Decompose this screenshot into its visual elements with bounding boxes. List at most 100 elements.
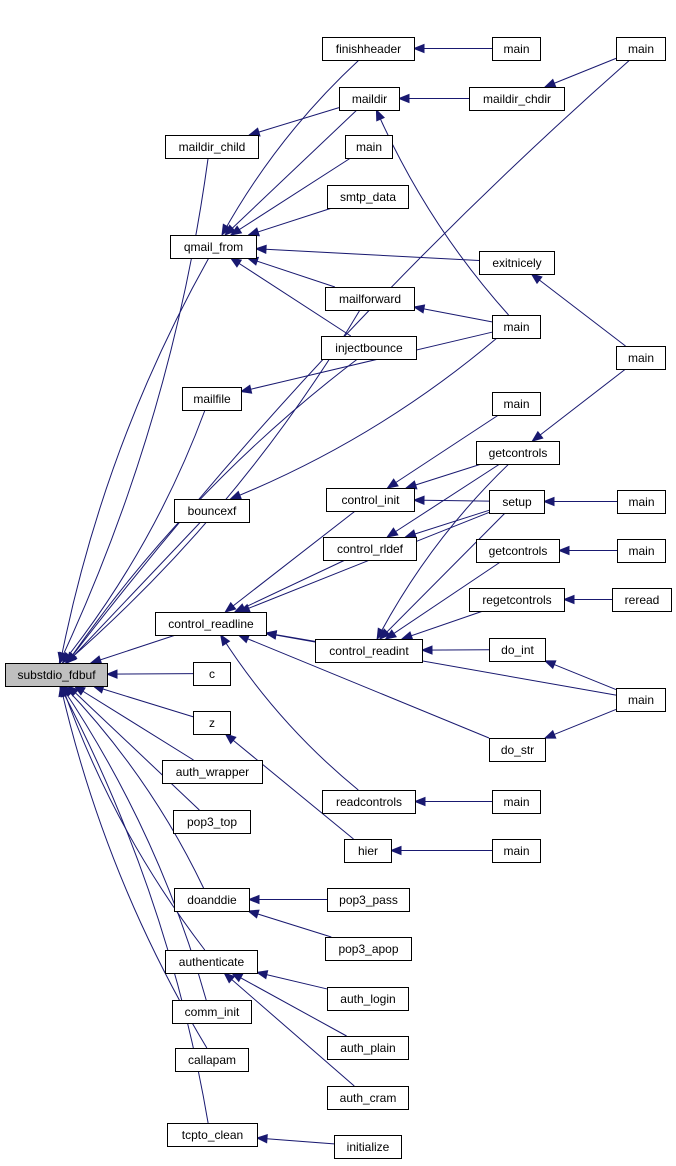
node-control-rldef[interactable]: control_rldef	[323, 537, 417, 561]
node-main-a[interactable]: main	[492, 37, 541, 61]
node-box[interactable]	[193, 662, 231, 686]
node-box[interactable]	[492, 790, 541, 814]
node-injectbounce[interactable]: injectbounce	[321, 336, 417, 360]
node-box[interactable]	[327, 987, 409, 1011]
node-do-str[interactable]: do_str	[489, 738, 546, 762]
node-box[interactable]	[174, 499, 250, 523]
node-getcontrols-a[interactable]: getcontrols	[476, 441, 560, 465]
node-box[interactable]	[5, 663, 108, 687]
node-box[interactable]	[492, 392, 541, 416]
node-comm-init[interactable]: comm_init	[172, 1000, 252, 1024]
node-box[interactable]	[476, 441, 560, 465]
node-control-readline[interactable]: control_readline	[155, 612, 267, 636]
node-control-readint[interactable]: control_readint	[315, 639, 423, 663]
node-pop3-pass[interactable]: pop3_pass	[327, 888, 410, 912]
node-setup[interactable]: setup	[489, 490, 545, 514]
node-box[interactable]	[469, 87, 565, 111]
node-box[interactable]	[489, 638, 546, 662]
node-do-int[interactable]: do_int	[489, 638, 546, 662]
node-box[interactable]	[165, 950, 258, 974]
node-box[interactable]	[327, 185, 409, 209]
node-box[interactable]	[327, 888, 410, 912]
node-box[interactable]	[174, 888, 250, 912]
node-bouncexf[interactable]: bouncexf	[174, 499, 250, 523]
node-doanddie[interactable]: doanddie	[174, 888, 250, 912]
node-box[interactable]	[616, 346, 666, 370]
node-main-f[interactable]: main	[492, 392, 541, 416]
node-qmail-from[interactable]: qmail_from	[170, 235, 257, 259]
node-main-j[interactable]: main	[492, 790, 541, 814]
node-box[interactable]	[170, 235, 257, 259]
node-regetcontrols[interactable]: regetcontrols	[469, 588, 565, 612]
node-initialize[interactable]: initialize	[334, 1135, 402, 1159]
node-box[interactable]	[165, 135, 259, 159]
node-box[interactable]	[612, 588, 672, 612]
node-z[interactable]: z	[193, 711, 231, 735]
node-readcontrols[interactable]: readcontrols	[322, 790, 416, 814]
node-box[interactable]	[476, 539, 560, 563]
node-box[interactable]	[469, 588, 565, 612]
node-main-g[interactable]: main	[617, 490, 666, 514]
node-mailforward[interactable]: mailforward	[325, 287, 415, 311]
node-callapam[interactable]: callapam	[175, 1048, 249, 1072]
node-box[interactable]	[327, 1036, 409, 1060]
node-box[interactable]	[322, 790, 416, 814]
node-authenticate[interactable]: authenticate	[165, 950, 258, 974]
node-maildir-child[interactable]: maildir_child	[165, 135, 259, 159]
node-box[interactable]	[617, 539, 666, 563]
node-box[interactable]	[321, 336, 417, 360]
node-box[interactable]	[323, 537, 417, 561]
node-box[interactable]	[182, 387, 242, 411]
node-box[interactable]	[167, 1123, 258, 1147]
node-main-k[interactable]: main	[492, 839, 541, 863]
node-tcpto-clean[interactable]: tcpto_clean	[167, 1123, 258, 1147]
node-getcontrols-b[interactable]: getcontrols	[476, 539, 560, 563]
node-box[interactable]	[489, 490, 545, 514]
node-box[interactable]	[175, 1048, 249, 1072]
node-box[interactable]	[325, 937, 412, 961]
node-main-h[interactable]: main	[617, 539, 666, 563]
node-auth-plain[interactable]: auth_plain	[327, 1036, 409, 1060]
node-box[interactable]	[327, 1086, 409, 1110]
node-box[interactable]	[325, 287, 415, 311]
node-box[interactable]	[616, 37, 666, 61]
node-box[interactable]	[479, 251, 555, 275]
node-box[interactable]	[489, 738, 546, 762]
node-box[interactable]	[162, 760, 263, 784]
node-main-b[interactable]: main	[616, 37, 666, 61]
node-box[interactable]	[345, 135, 393, 159]
node-box[interactable]	[315, 639, 423, 663]
node-maildir[interactable]: maildir	[339, 87, 400, 111]
node-main-i[interactable]: main	[616, 688, 666, 712]
node-c[interactable]: c	[193, 662, 231, 686]
node-box[interactable]	[172, 1000, 252, 1024]
node-box[interactable]	[492, 37, 541, 61]
node-finishheader[interactable]: finishheader	[322, 37, 415, 61]
node-box[interactable]	[334, 1135, 402, 1159]
node-hier[interactable]: hier	[344, 839, 392, 863]
node-pop3-apop[interactable]: pop3_apop	[325, 937, 412, 961]
node-auth-wrapper[interactable]: auth_wrapper	[162, 760, 263, 784]
node-box[interactable]	[344, 839, 392, 863]
node-box[interactable]	[322, 37, 415, 61]
node-box[interactable]	[326, 488, 415, 512]
node-auth-login[interactable]: auth_login	[327, 987, 409, 1011]
node-box[interactable]	[173, 810, 251, 834]
node-substdio-fdbuf[interactable]: substdio_fdbuf	[5, 663, 108, 687]
node-main-d[interactable]: main	[616, 346, 666, 370]
node-reread[interactable]: reread	[612, 588, 672, 612]
node-pop3-top[interactable]: pop3_top	[173, 810, 251, 834]
node-box[interactable]	[339, 87, 400, 111]
node-control-init[interactable]: control_init	[326, 488, 415, 512]
node-box[interactable]	[155, 612, 267, 636]
node-smtp-data[interactable]: smtp_data	[327, 185, 409, 209]
node-main-e[interactable]: main	[492, 315, 541, 339]
node-box[interactable]	[492, 839, 541, 863]
node-auth-cram[interactable]: auth_cram	[327, 1086, 409, 1110]
node-box[interactable]	[616, 688, 666, 712]
node-maildir-chdir[interactable]: maildir_chdir	[469, 87, 565, 111]
node-exitnicely[interactable]: exitnicely	[479, 251, 555, 275]
node-box[interactable]	[617, 490, 666, 514]
node-main-c[interactable]: main	[345, 135, 393, 159]
node-box[interactable]	[193, 711, 231, 735]
